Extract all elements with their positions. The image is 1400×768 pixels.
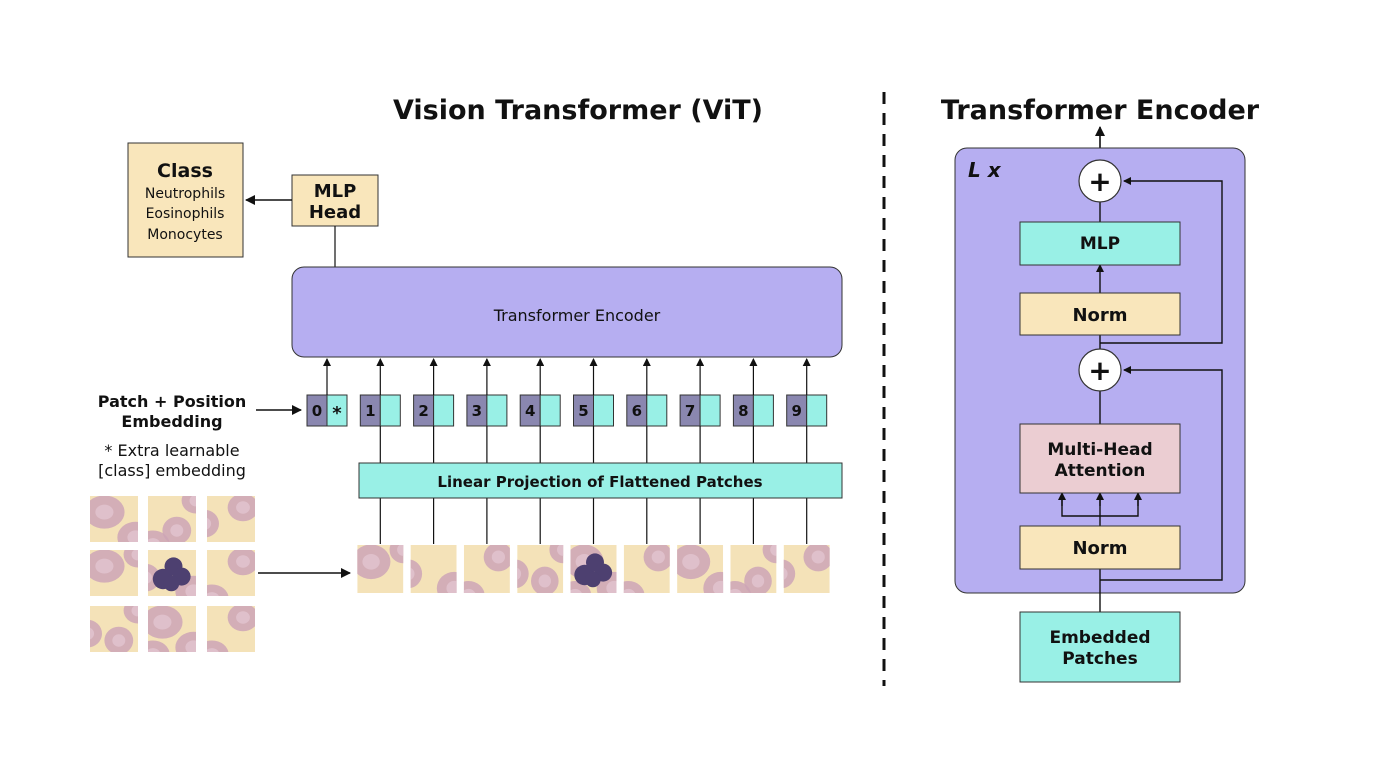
mlp-box: MLP — [1019, 221, 1181, 266]
image-patch-7 — [677, 545, 724, 593]
grid-patch-8 — [148, 606, 196, 652]
position-number-7: 7 — [685, 402, 695, 420]
grid-patch-1 — [90, 496, 138, 542]
mlp-head-box: MLP Head — [291, 174, 379, 227]
grid-patch-6 — [207, 550, 255, 596]
patch-embedding-1 — [379, 394, 401, 427]
norm-label-upper: Norm — [1072, 305, 1127, 326]
mlp-head-line2: Head — [309, 202, 361, 223]
position-token-3: 3 — [466, 358, 508, 544]
position-number-6: 6 — [632, 402, 642, 420]
position-number-5: 5 — [578, 402, 588, 420]
image-patch-2 — [410, 545, 457, 593]
image-patch-9 — [783, 545, 830, 593]
position-number-9: 9 — [791, 402, 801, 420]
embedded-patches-line2: Patches — [1062, 649, 1137, 669]
add-symbol-bottom: + — [1088, 354, 1111, 387]
embedded-patches-box: Embedded Patches — [1019, 611, 1181, 683]
grid-patch-4 — [90, 550, 138, 596]
patch-embedding-4 — [539, 394, 561, 427]
image-patch-3 — [463, 545, 510, 593]
position-token-9: 9 — [786, 358, 828, 544]
linear-projection-label: Linear Projection of Flattened Patches — [437, 473, 762, 491]
position-number-3: 3 — [472, 402, 482, 420]
norm-box-lower: Norm — [1019, 525, 1181, 570]
extra-note-line1: * Extra learnable — [104, 441, 239, 460]
image-patch-1 — [357, 545, 404, 593]
patch-embedding-7 — [699, 394, 721, 427]
image-patch-4 — [517, 545, 564, 593]
patch-embedding-5 — [593, 394, 614, 427]
position-number-8: 8 — [738, 402, 748, 420]
image-patch-6 — [623, 545, 670, 593]
position-number-4: 4 — [525, 402, 535, 420]
encoder-title: Transformer Encoder — [941, 95, 1260, 126]
embedding-label-line2: Embedding — [121, 412, 222, 431]
residual-connection-1 — [1100, 366, 1223, 581]
patch-embedding-6 — [646, 394, 668, 427]
patch-embedding-3 — [486, 394, 508, 427]
linear-projection-box: Linear Projection of Flattened Patches — [358, 462, 843, 499]
norm-label-lower: Norm — [1072, 538, 1127, 559]
position-token-6: 6 — [626, 358, 668, 544]
mlp-label: MLP — [1080, 234, 1120, 254]
position-token-2: 2 — [413, 358, 455, 544]
class-box: Class Neutrophils Eosinophils Monocytes — [127, 142, 244, 258]
norm-box-upper: Norm — [1019, 292, 1181, 336]
mha-label-line1: Multi-Head — [1047, 440, 1152, 460]
position-token-4: 4 — [519, 358, 561, 544]
embedding-label-line1: Patch + Position — [98, 392, 246, 411]
multi-head-attention-box: Multi-Head Attention — [1019, 423, 1181, 494]
class-box-title: Class — [157, 160, 213, 182]
add-symbol-top: + — [1088, 165, 1111, 198]
patch-row — [357, 545, 830, 593]
vit-title: Vision Transformer (ViT) — [393, 95, 763, 126]
grid-patch-9 — [207, 606, 255, 652]
grid-patch-2 — [148, 496, 196, 542]
grid-patch-3 — [207, 496, 255, 542]
repeat-label: L x — [968, 158, 1002, 182]
grid-patch-7 — [90, 606, 138, 652]
mha-label-line2: Attention — [1055, 461, 1146, 481]
patch-embedding-9 — [806, 394, 828, 427]
position-token-8: 8 — [732, 358, 774, 544]
patch-embedding-8 — [752, 394, 774, 427]
position-number-2: 2 — [418, 402, 428, 420]
transformer-encoder-label: Transformer Encoder — [493, 306, 661, 325]
extra-note-line2: [class] embedding — [98, 461, 246, 480]
position-token-1: 1 — [359, 358, 401, 544]
add-circle-bottom: + — [1078, 348, 1122, 392]
patch-embedding-0 — [326, 394, 348, 427]
image-patch-5 — [570, 545, 617, 593]
position-token-5: 5 — [573, 358, 614, 544]
class-token-marker: * — [332, 403, 342, 424]
position-token-7: 7 — [679, 358, 721, 544]
class-item-monocytes: Monocytes — [147, 227, 222, 243]
embedded-patches-line1: Embedded — [1049, 628, 1150, 648]
image-grid — [90, 496, 255, 652]
position-token-0: 0* — [306, 358, 348, 427]
transformer-encoder-box: Transformer Encoder — [291, 266, 843, 358]
class-item-eosinophils: Eosinophils — [146, 206, 225, 222]
mlp-head-line1: MLP — [314, 181, 357, 202]
patch-embedding-2 — [433, 394, 455, 427]
position-number-1: 1 — [365, 402, 375, 420]
image-patch-8 — [730, 545, 777, 593]
grid-patch-5 — [148, 550, 196, 596]
residual-connection-2 — [1100, 177, 1223, 344]
add-circle-top: + — [1078, 159, 1122, 203]
position-number-0: 0 — [312, 402, 322, 420]
class-item-neutrophils: Neutrophils — [145, 186, 225, 202]
